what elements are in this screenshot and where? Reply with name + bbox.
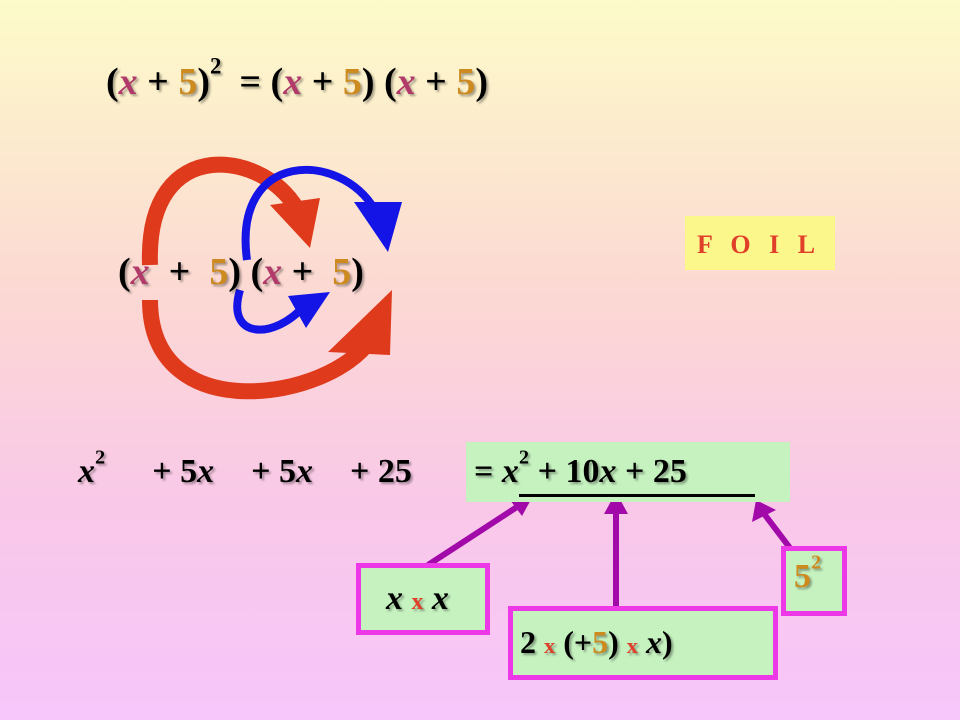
pointer-25-icon [762, 513, 793, 550]
constant-five: 5 [332, 251, 352, 293]
constant-five: 5 [794, 558, 811, 595]
paren: ( [384, 61, 397, 103]
variable-x: x [386, 580, 403, 617]
annotation-box-x-times-x [356, 563, 490, 635]
exponent: 2 [95, 446, 106, 469]
pointer-25-head-icon [752, 500, 776, 522]
term-5x-variable: x [295, 453, 313, 490]
paren: ( [118, 251, 131, 293]
outer-arrow-head-icon [328, 290, 392, 355]
equals-sign: = [474, 453, 494, 490]
result-box [466, 442, 790, 502]
constant-five: 5 [342, 61, 362, 103]
annotation-box-two-times [508, 606, 778, 680]
paren: ) [661, 624, 673, 660]
pointer-x-squared-icon [426, 502, 522, 568]
variable-x: x [130, 251, 150, 293]
variable-x: x [431, 580, 449, 617]
result-x: x [501, 453, 519, 490]
inner-top-arrow-icon [241, 165, 379, 261]
inner-top-arrow-head-icon [354, 202, 402, 252]
exponent: 2 [209, 53, 222, 79]
term-5x-variable: x [197, 453, 215, 490]
constant-five: 5 [209, 251, 229, 293]
paren: ( [270, 61, 284, 103]
constant-two: 2 [520, 624, 536, 660]
paren: ) [608, 624, 619, 660]
inner-bottom-arrow-head-icon [288, 292, 330, 328]
first-arrow-head-icon [270, 198, 320, 248]
variable-x: x [645, 624, 662, 660]
multiply-sign: x [544, 633, 556, 658]
result-variable: x [599, 453, 617, 490]
plus-sign: + [147, 61, 169, 103]
foil-expression: (x + 5) (x + 5) [118, 250, 364, 294]
annotation-x-times-x: x x x [386, 580, 449, 618]
exponent: 2 [518, 446, 530, 469]
term-x: x [78, 453, 95, 490]
paren-plus: (+ [563, 624, 593, 660]
outer-arrow-icon [142, 299, 377, 400]
expanded-expression: x2 + 5x + 5x + 25 [78, 447, 412, 491]
term-25: + 25 [349, 453, 412, 490]
paren: ) [197, 61, 210, 103]
multiply-sign: x [411, 589, 424, 615]
constant-five: 5 [456, 61, 476, 103]
pointer-10x-head-icon [604, 492, 628, 514]
foil-label: F O I L [697, 230, 822, 259]
paren: ( [250, 251, 264, 293]
header-equation: (x + 5)2= (x + 5) (x + 5) [106, 55, 488, 104]
annotation-two-times: 2 x (+5) x x) [520, 624, 673, 661]
exponent: 2 [811, 551, 822, 574]
first-arrow-icon [141, 156, 308, 266]
annotation-five-squared: 52 [794, 552, 821, 596]
term-5x-coefficient: + 5 [251, 453, 296, 490]
variable-x: x [263, 251, 283, 293]
result-coefficient: + 10 [529, 453, 600, 490]
paren: ) [361, 61, 375, 103]
variable-x: x [283, 61, 303, 103]
annotation-box-five-squared [781, 546, 847, 616]
plus-sign: + [291, 251, 314, 293]
result-expression: = x2 + 10x + 25 [474, 447, 687, 491]
plus-sign: + [425, 61, 447, 103]
constant-five: 5 [592, 624, 609, 660]
plus-sign: + [311, 61, 334, 103]
multiply-sign: x [626, 633, 638, 658]
term-5x-coefficient: + 5 [152, 453, 198, 490]
foil-label-box [685, 216, 835, 270]
result-constant: + 25 [616, 453, 687, 490]
paren: ) [351, 251, 364, 293]
result-underline [519, 494, 755, 497]
equals-sign: = [239, 61, 262, 103]
variable-x: x [118, 61, 138, 103]
inner-bottom-arrow-icon [233, 288, 309, 334]
constant-five: 5 [178, 61, 198, 103]
paren: ( [106, 61, 119, 103]
plus-sign: + [168, 251, 191, 293]
paren: ) [475, 61, 488, 103]
paren: ) [228, 251, 241, 293]
variable-x: x [396, 61, 416, 103]
